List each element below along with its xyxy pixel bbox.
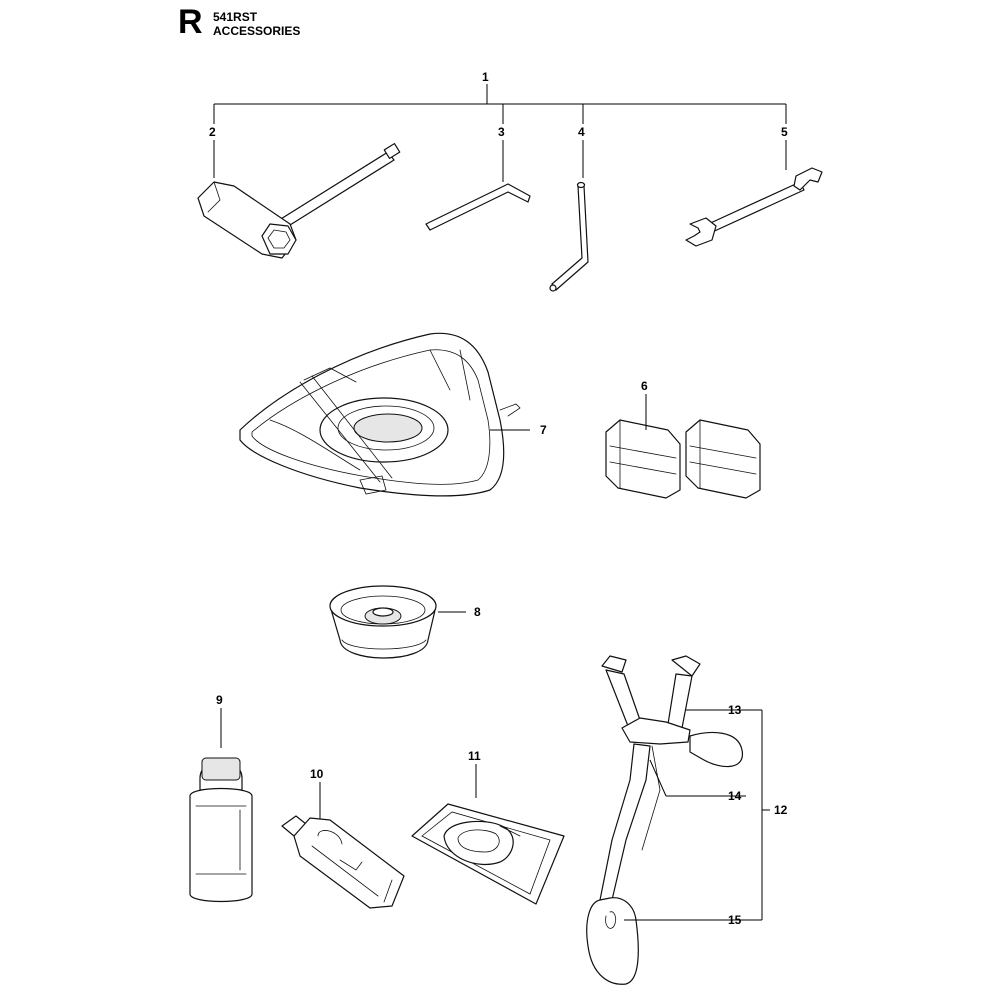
callout-1: 1 bbox=[482, 70, 489, 84]
model-number: 541RST bbox=[213, 10, 258, 24]
callout-9: 9 bbox=[216, 693, 223, 707]
callout-bracket-1 bbox=[213, 84, 787, 182]
hex-key-large-illustration bbox=[549, 181, 589, 292]
support-cup-illustration bbox=[329, 585, 437, 659]
combination-wrench-illustration bbox=[685, 167, 823, 247]
hex-key-small-illustration bbox=[425, 183, 531, 231]
harness-illustration bbox=[586, 655, 743, 985]
callout-7: 7 bbox=[540, 423, 547, 437]
callout-11: 11 bbox=[468, 749, 481, 763]
grease-tube-illustration bbox=[281, 782, 405, 909]
leader-14a bbox=[649, 759, 667, 797]
callout-6: 6 bbox=[641, 379, 648, 393]
callout-5: 5 bbox=[781, 125, 788, 139]
socket-wrench-illustration bbox=[197, 142, 401, 259]
callout-13: 13 bbox=[728, 703, 742, 717]
harness-package-illustration bbox=[411, 764, 565, 905]
callout-10: 10 bbox=[310, 767, 324, 781]
callout-bracket-12 bbox=[746, 709, 770, 921]
callout-12: 12 bbox=[774, 803, 788, 817]
callout-2: 2 bbox=[209, 125, 216, 139]
trimmer-guard-illustration bbox=[239, 332, 521, 497]
oil-bottle-illustration bbox=[189, 708, 253, 903]
callout-4: 4 bbox=[578, 125, 585, 139]
vibration-pads-illustration bbox=[605, 419, 761, 499]
callout-3: 3 bbox=[498, 125, 505, 139]
section-letter: R bbox=[178, 3, 203, 41]
callout-8: 8 bbox=[474, 605, 481, 619]
callout-15: 15 bbox=[728, 913, 742, 927]
callout-14: 14 bbox=[728, 789, 742, 803]
page-title: ACCESSORIES bbox=[213, 24, 301, 38]
